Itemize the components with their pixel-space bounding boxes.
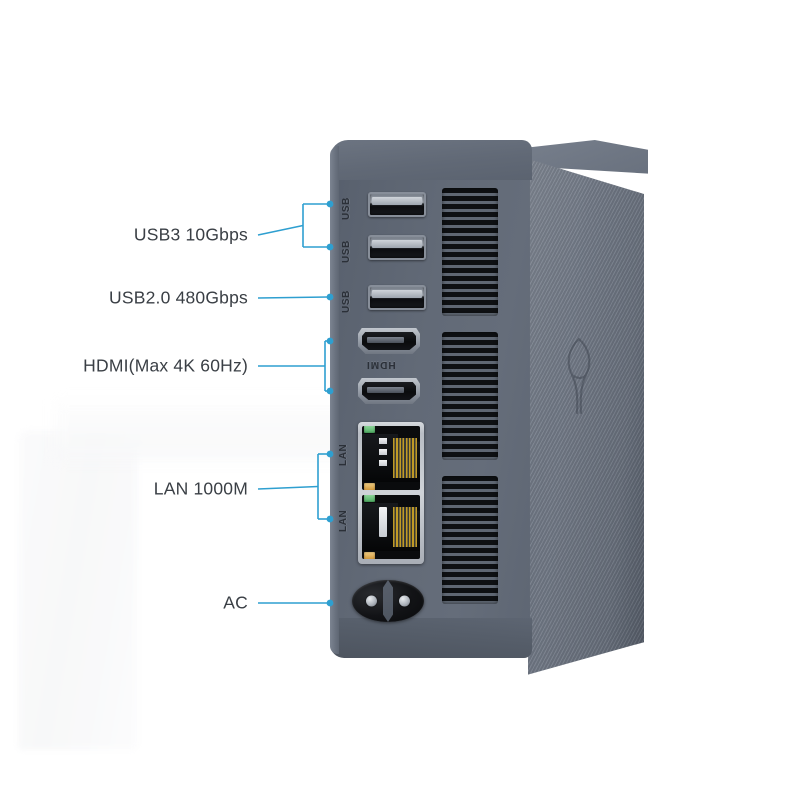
lan-port-stack bbox=[358, 422, 424, 564]
ac-inlet-waist bbox=[383, 580, 393, 622]
usb-port-3[interactable] bbox=[368, 285, 426, 310]
lan-2-activity-led bbox=[364, 552, 375, 559]
ac-pin-right bbox=[399, 595, 410, 607]
lan-port-2[interactable] bbox=[362, 495, 420, 559]
vent-grille-top bbox=[442, 188, 498, 316]
callout-label-lan: LAN 1000M bbox=[153, 478, 248, 499]
callout-label-hdmi: HDMI(Max 4K 60Hz) bbox=[83, 355, 248, 376]
vent-grille-bottom bbox=[442, 476, 498, 604]
background-ghost-shape bbox=[18, 430, 138, 750]
usb-1-silk-label: USB bbox=[341, 197, 352, 220]
usb-port-1[interactable] bbox=[368, 192, 426, 217]
vent-grille-middle bbox=[442, 332, 498, 460]
callout-label-usb3: USB3 10Gbps bbox=[133, 224, 248, 245]
hdmi-silk-label: HDMI bbox=[366, 359, 396, 370]
chassis-top-cap bbox=[330, 140, 532, 180]
usb-2-silk-label: USB bbox=[341, 240, 352, 263]
background-ghost-shape-2 bbox=[55, 400, 355, 460]
lan-2-link-led bbox=[364, 495, 375, 502]
lan-1-gold-pins bbox=[393, 438, 417, 478]
hdmi-port-2[interactable] bbox=[358, 378, 420, 404]
callout-label-ac: AC bbox=[223, 592, 248, 613]
lan-1-latch bbox=[379, 438, 387, 468]
hdmi-port-1[interactable] bbox=[358, 328, 420, 354]
lan-2-silk-label: LAN bbox=[338, 509, 349, 532]
chassis-left-edge-highlight bbox=[330, 146, 339, 654]
hdmi-1-tongue bbox=[367, 337, 404, 343]
lan-port-1[interactable] bbox=[362, 426, 420, 490]
callout-label-usb2: USB2.0 480Gbps bbox=[109, 287, 248, 308]
chassis-bottom-cap bbox=[330, 618, 532, 658]
lan-1-activity-led bbox=[364, 483, 375, 490]
lan-1-link-led bbox=[364, 426, 375, 433]
chassis-side-sheen bbox=[528, 158, 644, 675]
ac-pin-left bbox=[366, 595, 377, 607]
usb-port-2[interactable] bbox=[368, 235, 426, 260]
brand-logo-emboss bbox=[567, 337, 591, 415]
lan-2-latch bbox=[379, 507, 387, 537]
usb-3-silk-label: USB bbox=[341, 290, 352, 313]
chassis-side-panel bbox=[528, 158, 644, 675]
ac-power-inlet[interactable] bbox=[352, 580, 424, 622]
lan-1-silk-label: LAN bbox=[338, 443, 349, 466]
mini-pc-device: USB USB USB HDMI LAN LAN bbox=[330, 140, 648, 675]
hdmi-2-tongue bbox=[367, 387, 404, 393]
lan-2-gold-pins bbox=[393, 507, 417, 547]
